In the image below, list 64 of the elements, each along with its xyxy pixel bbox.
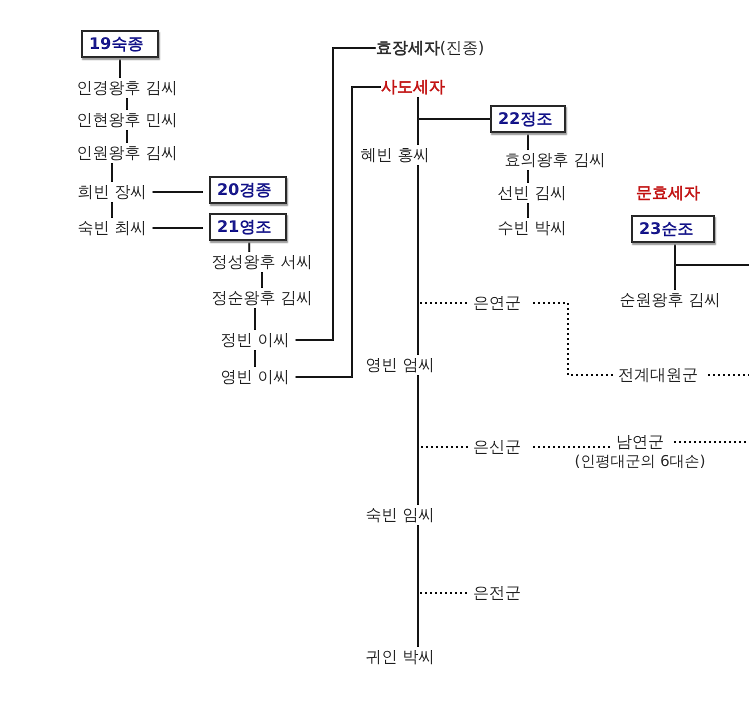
king-box (81, 30, 159, 58)
person-name: 인현왕후 민씨 (76, 110, 178, 129)
person-name: 남연군 (616, 432, 664, 451)
lineage-line (111, 202, 113, 218)
king-box (490, 105, 566, 133)
lineage-note: (인평대군의 6대손) (574, 452, 706, 471)
king-name: 21영조 (217, 217, 272, 236)
lineage-line (248, 241, 250, 252)
lineage-line (296, 86, 381, 378)
king-name: 20경종 (217, 180, 272, 199)
lineage-line (417, 525, 419, 647)
lineage-line (296, 47, 376, 341)
lineage-line (111, 163, 113, 182)
lineage-line (126, 130, 128, 143)
king-name: 23순조 (639, 219, 694, 238)
king-name: 19숙종 (89, 34, 144, 53)
prince-name: 사도세자 (381, 77, 445, 96)
person-name: 선빈 김씨 (497, 183, 567, 202)
king-box (209, 176, 287, 204)
lineage-line (527, 203, 529, 218)
person-name: 순원왕후 김씨 (619, 290, 721, 309)
person-name: 은전군 (473, 583, 521, 602)
person-name: 정빈 이씨 (220, 330, 290, 349)
person-name: 영빈 엄씨 (365, 355, 435, 374)
dotted-lineage-line (417, 525, 470, 594)
person-name: 숙빈 최씨 (77, 218, 147, 237)
person-name: 영빈 이씨 (220, 367, 290, 386)
lineage-line (417, 375, 419, 505)
person-name: 희빈 장씨 (77, 182, 147, 201)
dotted-lineage-line (533, 302, 614, 376)
person-name: 전계대원군 (618, 365, 698, 384)
person-name: 정성왕후 서씨 (211, 252, 313, 271)
person-name: 인원왕후 김씨 (76, 143, 178, 162)
person-name: 효장세자(진종) (376, 38, 484, 57)
lineage-line (119, 58, 121, 78)
dotted-lineage-line (417, 165, 470, 304)
king-name: 22정조 (498, 109, 552, 128)
lineage-line (417, 165, 419, 355)
king-box (209, 213, 287, 241)
king-box (631, 215, 715, 243)
lineage-line (527, 170, 529, 183)
dotted-lineage-line (533, 446, 612, 448)
person-name: 은연군 (473, 293, 521, 312)
person-name: 효의왕후 김씨 (504, 150, 606, 169)
person-name: 수빈 박씨 (497, 218, 567, 237)
lineage-line (254, 308, 256, 330)
prince-name: 문효세자 (636, 183, 700, 202)
person-name: 귀인 박씨 (365, 647, 435, 666)
dotted-lineage-line (708, 374, 749, 376)
dotted-lineage-line (674, 441, 749, 443)
lineage-line (152, 191, 203, 193)
lineage-line (152, 227, 203, 229)
lineage-line (254, 350, 256, 367)
lineage-line (261, 272, 263, 288)
person-name: 은신군 (473, 437, 521, 456)
person-name: 정순왕후 김씨 (211, 288, 313, 307)
lineage-line (674, 243, 749, 266)
lineage-line (527, 133, 529, 150)
lineage-line (417, 97, 490, 120)
person-name: 혜빈 홍씨 (360, 145, 430, 164)
dotted-lineage-line (417, 375, 470, 448)
person-name: 인경왕후 김씨 (76, 78, 178, 97)
lineage-line (126, 98, 128, 110)
person-name: 숙빈 임씨 (365, 505, 435, 524)
